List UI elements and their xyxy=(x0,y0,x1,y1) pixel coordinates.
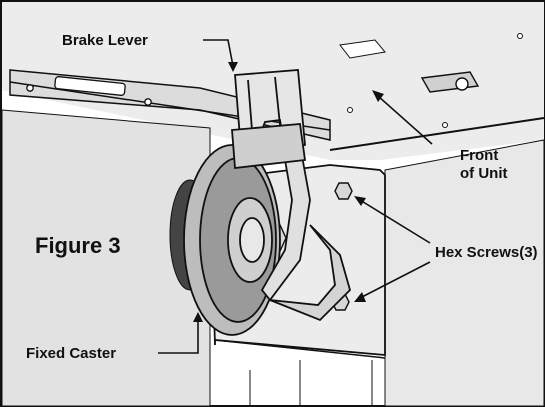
arrowheads xyxy=(193,62,384,322)
top-slot xyxy=(339,39,386,59)
plate-lower-edge xyxy=(214,339,386,359)
figure-title: Figure 3 xyxy=(35,233,121,258)
hex-screws-label: Hex Screws(3) xyxy=(435,244,538,261)
left-panel xyxy=(1,109,211,407)
top-holes xyxy=(347,33,523,128)
fixed-caster-label: Fixed Caster xyxy=(26,345,116,362)
rail-slots xyxy=(26,76,152,106)
leader-lines xyxy=(158,39,433,354)
hex-screw-1 xyxy=(334,182,353,200)
front-of-unit-label-line1: Front xyxy=(460,147,498,164)
brake-lever xyxy=(231,69,307,170)
front-of-unit-label-line2: of Unit xyxy=(460,165,507,182)
brake-lever-label: Brake Lever xyxy=(62,32,148,49)
caster-fork xyxy=(254,144,352,322)
corner-edge xyxy=(329,117,545,151)
top-right-bracket xyxy=(420,71,480,93)
frame-lines xyxy=(249,360,373,406)
caster-wheel xyxy=(183,144,281,336)
